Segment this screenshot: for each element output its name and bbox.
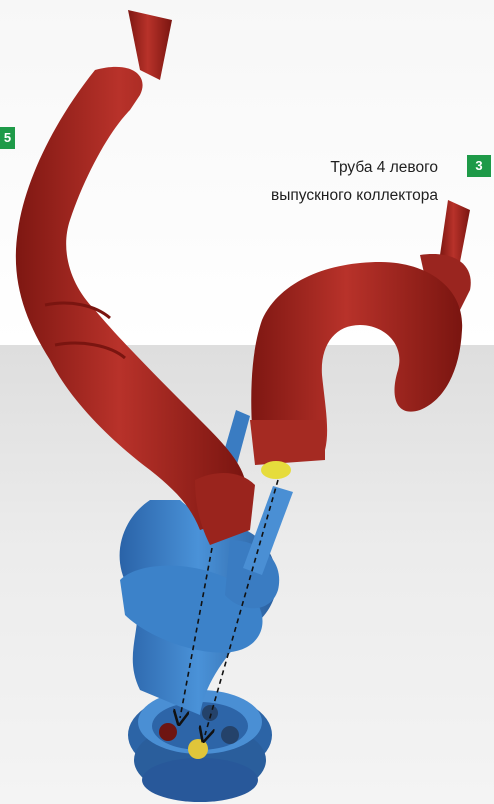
port-navy-top xyxy=(202,705,218,721)
pipe-label-line-2: выпускного коллектора xyxy=(178,182,438,210)
port-yellow xyxy=(188,739,208,759)
red-left-pipe-body xyxy=(16,67,245,530)
red-right-outlet xyxy=(250,420,325,465)
pipe-label: Труба 4 левого выпускного коллектора xyxy=(178,154,438,210)
yellow-plug xyxy=(261,461,291,479)
red-left-top-stub xyxy=(128,10,172,80)
port-dark-red xyxy=(159,723,177,741)
red-pipe-right xyxy=(250,200,471,479)
pipe-label-line-1: Труба 4 левого xyxy=(178,154,438,182)
red-pipe-left xyxy=(16,10,255,545)
callout-badge-3: 3 xyxy=(467,155,491,177)
blue-base-ring-bottom xyxy=(142,758,258,802)
red-right-top-stub xyxy=(440,200,470,262)
port-navy-right xyxy=(221,726,239,744)
callout-badge-5: 5 xyxy=(0,127,15,149)
